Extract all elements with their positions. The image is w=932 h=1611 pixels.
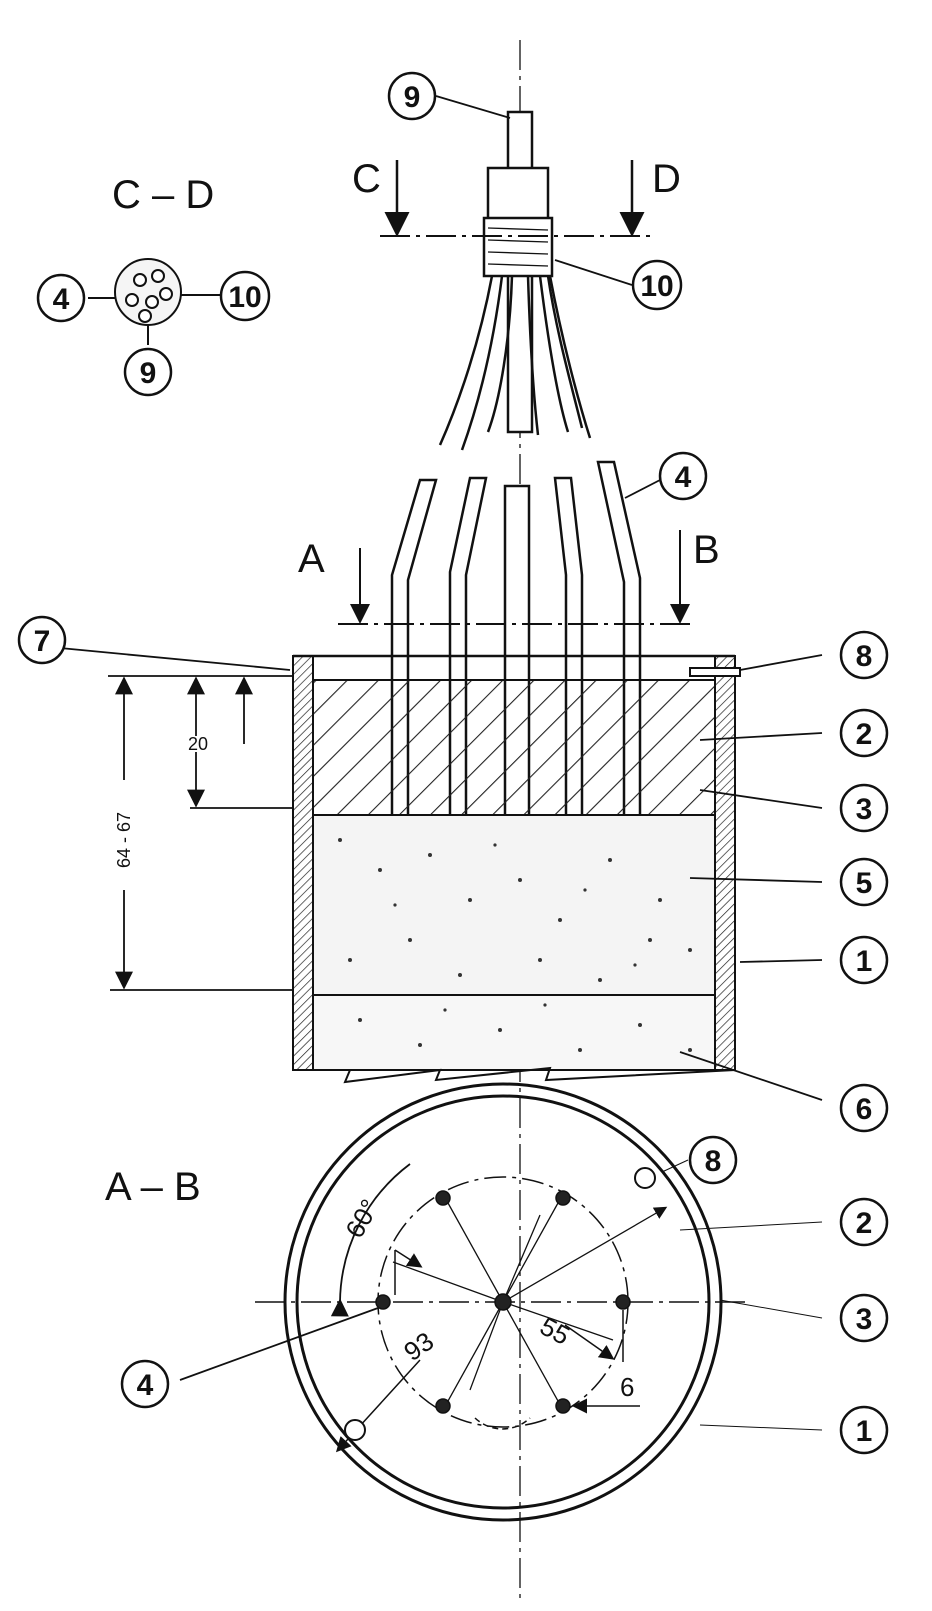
dim-left bbox=[59, 647, 292, 991]
dim-93: 93 bbox=[398, 1326, 439, 1367]
leaders-right bbox=[435, 95, 823, 1101]
callout-2: 2 bbox=[839, 708, 889, 758]
svg-text:7: 7 bbox=[34, 625, 51, 658]
svg-text:9: 9 bbox=[404, 81, 421, 114]
crucible-section bbox=[292, 654, 741, 1084]
svg-text:4: 4 bbox=[53, 283, 70, 316]
angle-arc bbox=[330, 1163, 411, 1317]
label-cut-a: A bbox=[298, 537, 325, 581]
dim-6: 6 bbox=[620, 1372, 634, 1402]
right-wall bbox=[714, 655, 736, 1071]
ab-plan-view bbox=[179, 1082, 823, 1522]
svg-text:3: 3 bbox=[856, 1303, 873, 1336]
svg-text:6: 6 bbox=[856, 1093, 873, 1126]
dim-64-67: 64 - 67 bbox=[114, 812, 134, 868]
rod-holes bbox=[375, 1190, 631, 1414]
callout-1: 1 bbox=[839, 935, 889, 985]
callout-7: 7 bbox=[17, 615, 67, 665]
svg-text:3: 3 bbox=[856, 793, 873, 826]
sleeve-texture bbox=[487, 227, 549, 267]
cd-section bbox=[88, 258, 220, 345]
title-ab: A – B bbox=[105, 1165, 201, 1209]
callout-2-ab: 2 bbox=[839, 1197, 889, 1247]
svg-text:1: 1 bbox=[856, 945, 873, 978]
label-cut-c: C bbox=[352, 157, 381, 201]
svg-text:9: 9 bbox=[140, 357, 157, 390]
radial-lines bbox=[392, 1193, 668, 1411]
svg-text:4: 4 bbox=[675, 461, 692, 494]
layer-5-filling bbox=[312, 814, 716, 996]
svg-text:10: 10 bbox=[640, 270, 673, 303]
title-cd: C – D bbox=[112, 173, 214, 217]
callout-10-cd: 10 bbox=[219, 270, 271, 322]
section-ab-marker bbox=[338, 530, 694, 625]
callout-4-cd: 4 bbox=[36, 273, 86, 323]
callout-9-top: 9 bbox=[387, 71, 437, 121]
callout-6: 6 bbox=[839, 1083, 889, 1133]
svg-text:2: 2 bbox=[856, 1207, 873, 1240]
svg-text:8: 8 bbox=[856, 640, 873, 673]
svg-text:1: 1 bbox=[856, 1415, 873, 1448]
svg-text:5: 5 bbox=[856, 867, 873, 900]
broken-bottom bbox=[293, 1066, 736, 1084]
dim-20: 20 bbox=[188, 734, 208, 754]
svg-text:2: 2 bbox=[856, 718, 873, 751]
callout-balloons: 9 4 10 9 10 4 7 8 2 3 5 1 6 8 2 3 4 1 bbox=[17, 71, 889, 1455]
callout-8-ab: 8 bbox=[688, 1135, 738, 1185]
svg-text:8: 8 bbox=[705, 1145, 722, 1178]
layer-6-base bbox=[312, 994, 716, 1071]
label-cut-b: B bbox=[693, 528, 720, 572]
dim-60deg: 60° bbox=[339, 1194, 385, 1243]
label-cut-d: D bbox=[652, 157, 681, 201]
callout-1-ab: 1 bbox=[839, 1405, 889, 1455]
speckle bbox=[338, 838, 692, 1052]
layer-2-hatched bbox=[312, 679, 716, 816]
callout-3: 3 bbox=[839, 783, 889, 833]
callout-3-ab: 3 bbox=[839, 1293, 889, 1343]
dim-55: 55 bbox=[535, 1311, 575, 1351]
callout-4-top: 4 bbox=[658, 451, 708, 501]
clip-8 bbox=[689, 667, 741, 677]
left-wall bbox=[292, 655, 314, 1071]
fan-rod-1 bbox=[438, 275, 494, 446]
callout-5: 5 bbox=[839, 857, 889, 907]
svg-text:4: 4 bbox=[137, 1369, 154, 1402]
callout-10-top: 10 bbox=[631, 259, 683, 311]
svg-text:10: 10 bbox=[228, 281, 261, 314]
callout-4-ab: 4 bbox=[120, 1359, 170, 1409]
rod-bundle-top bbox=[380, 40, 650, 1600]
callout-8: 8 bbox=[839, 630, 889, 680]
binding-sleeve bbox=[482, 216, 554, 278]
callout-9-cd: 9 bbox=[123, 347, 173, 397]
